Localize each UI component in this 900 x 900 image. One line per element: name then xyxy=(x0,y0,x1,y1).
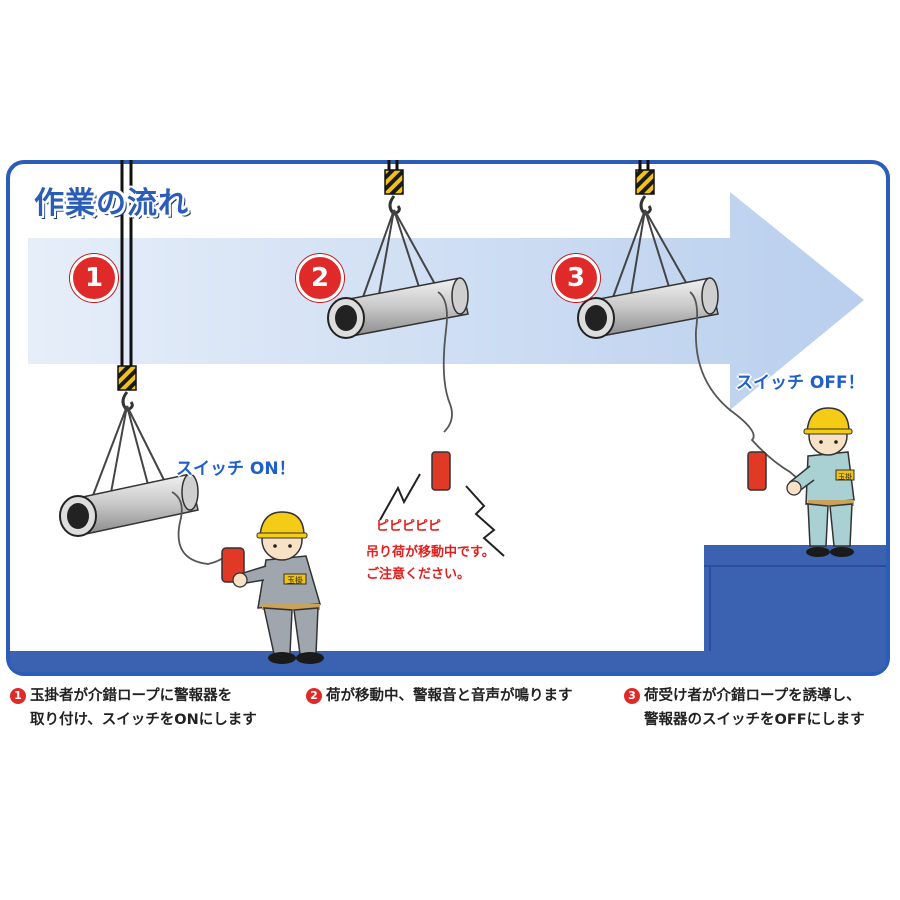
caption-2-line1: 荷が移動中、警報音と音声が鳴ります xyxy=(326,688,573,704)
alarm-device-3 xyxy=(747,451,767,491)
sound-zigzag-right xyxy=(465,485,505,557)
alarm-voice-line2: ご注意ください。 xyxy=(366,567,471,582)
switch-on-label: スイッチ ON！ xyxy=(176,459,296,479)
alarm-device-2 xyxy=(431,451,451,491)
step-number-3: 3 xyxy=(552,254,600,302)
sling-ropes-1 xyxy=(91,405,169,499)
sling-ropes-3 xyxy=(611,209,689,301)
caption-3-line1: 荷受け者が介錯ロープを誘導し、 xyxy=(644,688,861,704)
alarm-sound: ピピピピピ xyxy=(376,519,442,534)
caption-number-3: 3 xyxy=(624,688,640,704)
page-title: 作業の流れ xyxy=(34,186,189,221)
crane-hook-2 xyxy=(384,160,404,216)
sound-zigzag-left xyxy=(379,473,421,521)
step-number-1: 1 xyxy=(70,254,118,302)
caption-1-line1: 玉掛者が介錯ロープに警報器を xyxy=(30,688,233,704)
armband-label-3: 玉掛 xyxy=(838,472,852,481)
pipe-1 xyxy=(59,473,199,537)
caption-number-1: 1 xyxy=(10,688,26,704)
pipe-2 xyxy=(327,277,469,339)
caption-number-2: 2 xyxy=(306,688,322,704)
caption-3-line2: 警報器のスイッチをOFFにします xyxy=(644,712,865,728)
pipe-3 xyxy=(577,277,719,339)
crane-hook-3 xyxy=(635,160,655,216)
alarm-sound-text: ピピピピピ xyxy=(376,516,441,538)
step-number-2: 2 xyxy=(296,254,344,302)
guide-rope-2 xyxy=(437,291,453,433)
caption-1-line2: 取り付け、スイッチをONにします xyxy=(30,712,257,728)
armband-label: 玉掛 xyxy=(287,575,303,585)
worker-1: 玉掛 xyxy=(221,511,324,664)
alarm-voice-text: 吊り荷が移動中です。 ご注意ください。 xyxy=(366,542,495,586)
alarm-voice-line1: 吊り荷が移動中です。 xyxy=(366,545,495,560)
worker-3: 玉掛 xyxy=(786,407,855,557)
switch-off-label: スイッチ OFF！ xyxy=(736,373,865,393)
sling-ropes-2 xyxy=(361,209,437,301)
